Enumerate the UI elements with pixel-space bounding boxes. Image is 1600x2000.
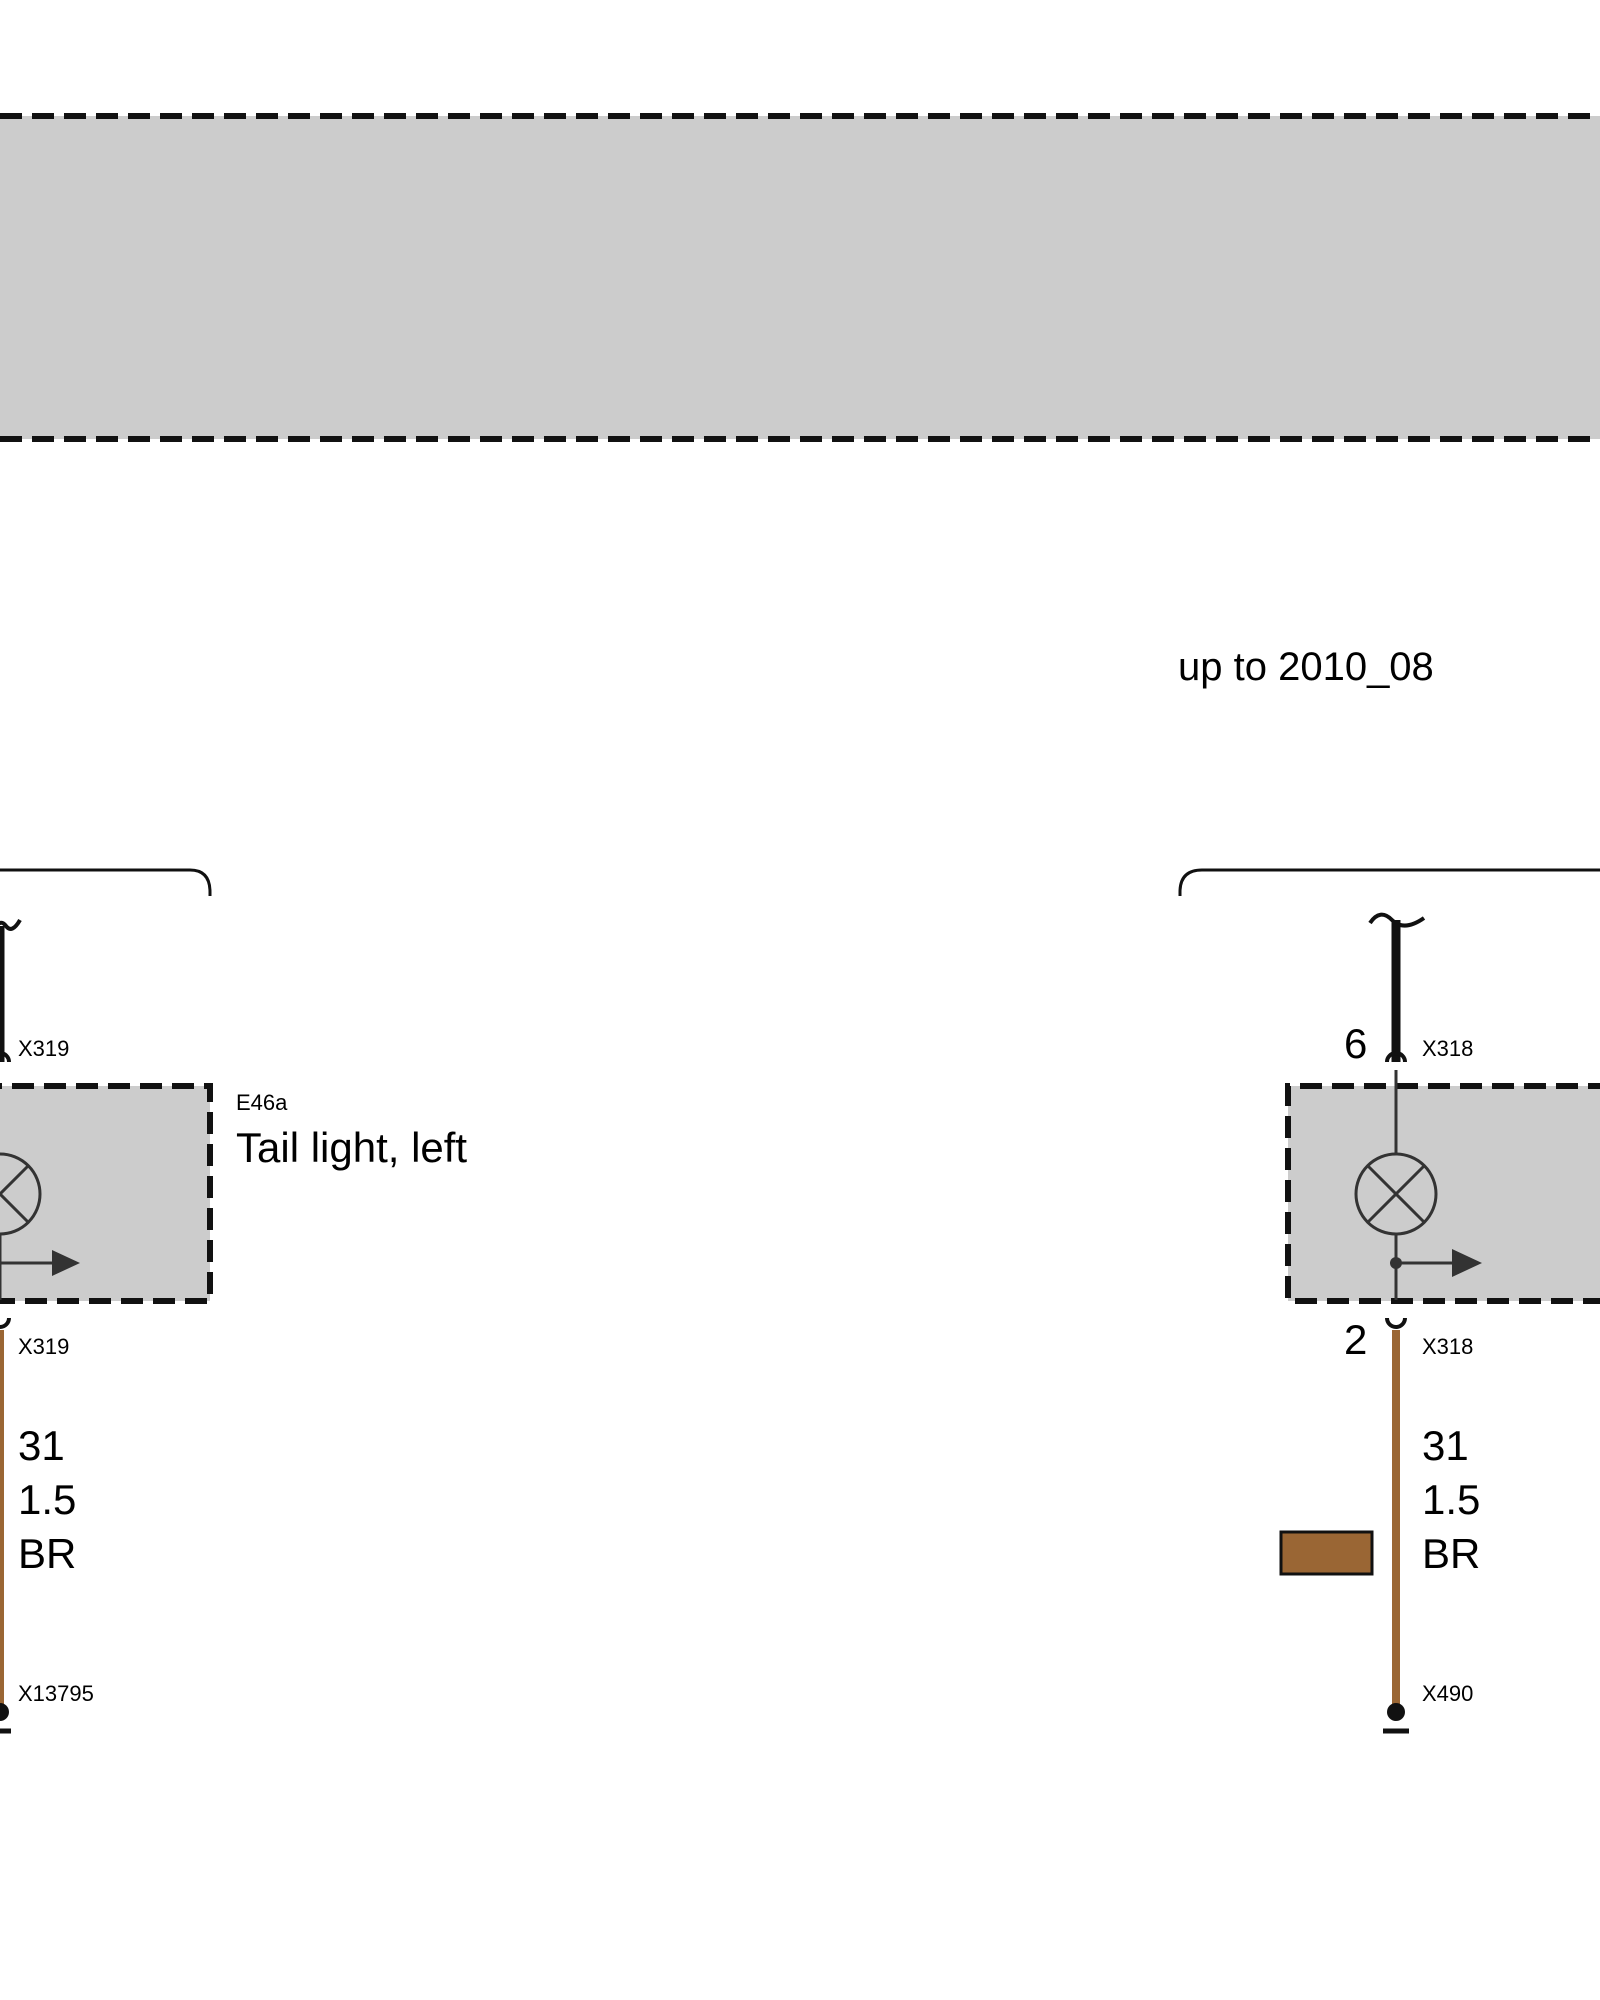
left-output-arrow-icon [52, 1250, 80, 1276]
left-housing-border [0, 1083, 213, 1304]
variant-note: up to 2010_08 [1178, 645, 1434, 689]
left-bulb-cross-a [0, 1191, 30, 1224]
right-bracket [1178, 868, 1600, 896]
left-top-connector-icon [0, 1051, 11, 1063]
left-bottom-connector-icon [0, 1317, 11, 1329]
right-wire-circuit: 31 [1422, 1422, 1469, 1469]
right-bottom-connector-icon [1385, 1317, 1407, 1329]
left-component-id: E46a [236, 1090, 288, 1115]
right-top-connector-icon [1385, 1051, 1407, 1063]
right-bottom-pin: 2 [1344, 1316, 1367, 1363]
left-wire-circuit: 31 [18, 1422, 65, 1469]
right-housing-border [1285, 1083, 1600, 1304]
right-bottom-connector-label: X318 [1422, 1334, 1473, 1359]
left-ground-connector-label: X13795 [18, 1681, 94, 1706]
left-wire-break-icon [0, 918, 22, 931]
right-housing [1288, 1086, 1600, 1301]
left-bracket [0, 868, 212, 896]
right-tail-light-assembly: 6 X318 2 X318 31 1.5 BR X490 [1178, 868, 1600, 1734]
left-bulb-icon [0, 1152, 42, 1236]
right-top-pin: 6 [1344, 1020, 1367, 1067]
left-wire-color-code: BR [18, 1530, 76, 1577]
right-top-connector-label: X318 [1422, 1036, 1473, 1061]
right-ground-connector-label: X490 [1422, 1681, 1473, 1706]
left-top-connector-label: X319 [18, 1036, 69, 1061]
left-component-name: Tail light, left [236, 1124, 467, 1171]
right-bulb-cross-b [1366, 1164, 1426, 1224]
left-wire-cross-section: 1.5 [18, 1476, 76, 1523]
left-housing [0, 1086, 210, 1301]
left-bottom-connector-label: X319 [18, 1334, 69, 1359]
right-wire-color-swatch [1279, 1530, 1374, 1576]
top-module [0, 113, 1600, 442]
right-wire-color-code: BR [1422, 1530, 1480, 1577]
left-tail-light-assembly: X319 E46a Tail light, left X319 31 1.5 B… [0, 868, 467, 1734]
right-ground-point-icon [1387, 1703, 1405, 1721]
right-output-arrow-icon [1452, 1249, 1482, 1277]
right-wire-cross-section: 1.5 [1422, 1476, 1480, 1523]
left-bulb-cross-b [0, 1164, 30, 1197]
left-ground-point-icon [0, 1703, 9, 1721]
top-module-housing [0, 116, 1600, 439]
